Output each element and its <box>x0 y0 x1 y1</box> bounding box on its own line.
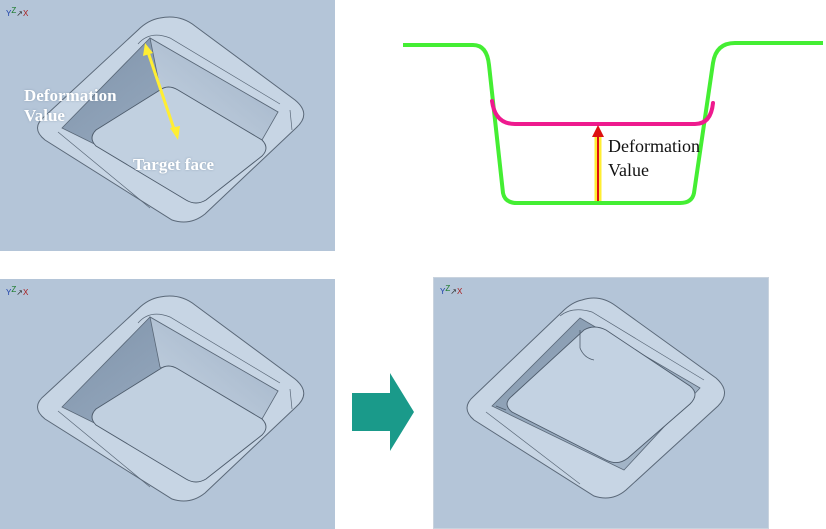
axis-y-label: Y <box>440 287 446 296</box>
transition-arrow <box>352 373 414 451</box>
axis-triad-icon: ↗ <box>450 287 457 296</box>
axis-z-label: Z <box>11 6 17 15</box>
axis-x-label: X <box>22 288 29 297</box>
pocket-model-deformed <box>466 297 725 499</box>
axis-triad-icon: ↗ <box>16 9 23 18</box>
top-left-viewport: YZ↗X Deformation Value Target face <box>0 0 335 251</box>
cross-section-svg <box>403 41 823 205</box>
target-face-label: Target face <box>133 155 215 174</box>
right-arrow-icon <box>352 373 414 451</box>
pocket-model-original-annotated <box>37 16 305 223</box>
axis-z-label: Z <box>445 284 451 293</box>
deformation-arrow-head-top <box>143 43 153 56</box>
pocket-model-original <box>37 295 305 502</box>
deformed-face-line <box>490 99 715 126</box>
bottom-right-viewport: YZ↗X <box>433 277 769 529</box>
original-profile-line <box>403 41 823 205</box>
axis-triad-icon: ↗ <box>16 288 23 297</box>
section-deformation-value-label: Deformation Value <box>608 136 700 180</box>
deformation-arrow-shaft <box>146 51 177 133</box>
section-arrow-head <box>592 125 604 137</box>
bottom-left-viewport: YZ↗X <box>0 279 335 529</box>
axis-y-label: Y <box>6 288 12 297</box>
axis-z-label: Z <box>11 285 17 294</box>
axis-triad: YZ↗X <box>440 284 463 296</box>
cross-section-diagram: Deformation Value <box>395 25 826 215</box>
axis-y-label: Y <box>6 9 12 18</box>
axis-x-label: X <box>456 287 463 296</box>
axis-x-label: X <box>22 9 29 18</box>
deformation-value-label: Deformation Value <box>24 86 117 125</box>
deformation-arrow-head-bottom <box>170 126 180 140</box>
axis-triad: YZ↗X <box>6 6 29 18</box>
axis-triad: YZ↗X <box>6 285 29 297</box>
